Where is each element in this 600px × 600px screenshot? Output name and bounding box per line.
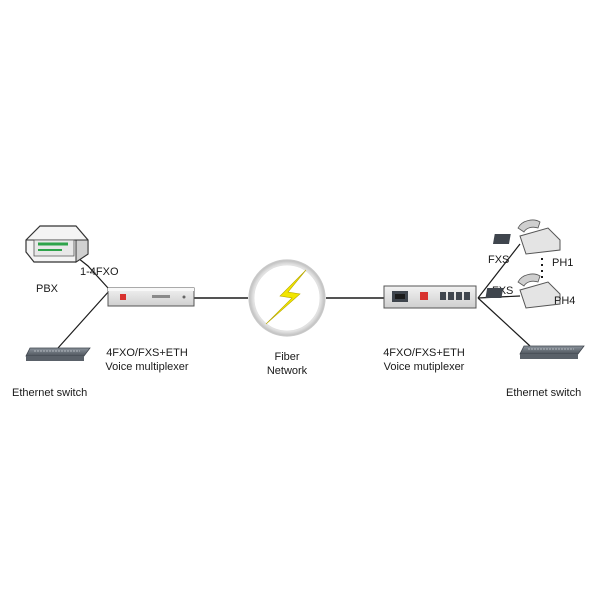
led-red <box>120 294 126 300</box>
fxo-range-label: 1-4FXO <box>80 266 119 278</box>
fxs-link-ph1 <box>477 243 521 299</box>
ph4-label: PH4 <box>554 295 575 307</box>
pbx-router-icon <box>25 225 89 263</box>
left-ethernet-switch-icon <box>25 347 91 361</box>
phone-ph4 <box>485 273 561 309</box>
right-mux-label-line1: 4FXO/FXS+ETH <box>383 347 465 359</box>
fiber-label-line2: Network <box>267 365 308 377</box>
rj-port <box>448 292 454 300</box>
right-switch-label: Ethernet switch <box>506 387 581 399</box>
left-mux-label-line1: 4FXO/FXS+ETH <box>106 347 188 359</box>
right-voice-multiplexer <box>383 285 477 309</box>
left-voice-multiplexer <box>107 287 195 307</box>
fiber-label-line1: Fiber <box>274 351 299 363</box>
ph1-label: PH1 <box>552 257 573 269</box>
right-ethernet-switch-icon <box>519 345 585 359</box>
fiber-network <box>248 259 326 337</box>
fxs-top-label: FXS <box>488 254 509 266</box>
desk-phone-icon <box>492 219 561 255</box>
left-mux-label-line2: Voice multiplexer <box>105 361 188 373</box>
rj-port <box>456 292 462 300</box>
right-mux-label-line2: Voice mutiplexer <box>384 361 465 373</box>
rj-port <box>440 292 446 300</box>
right-switch-link-line <box>477 297 531 347</box>
led-red <box>420 292 428 300</box>
pbx-label: PBX <box>36 283 59 295</box>
phone-ph1 <box>492 219 561 255</box>
desk-phone-icon <box>485 273 561 309</box>
left-switch-label: Ethernet switch <box>12 387 87 399</box>
left-switch-link-line <box>57 289 111 349</box>
rj-port <box>464 292 470 300</box>
lightning-bolt-icon <box>265 269 307 325</box>
